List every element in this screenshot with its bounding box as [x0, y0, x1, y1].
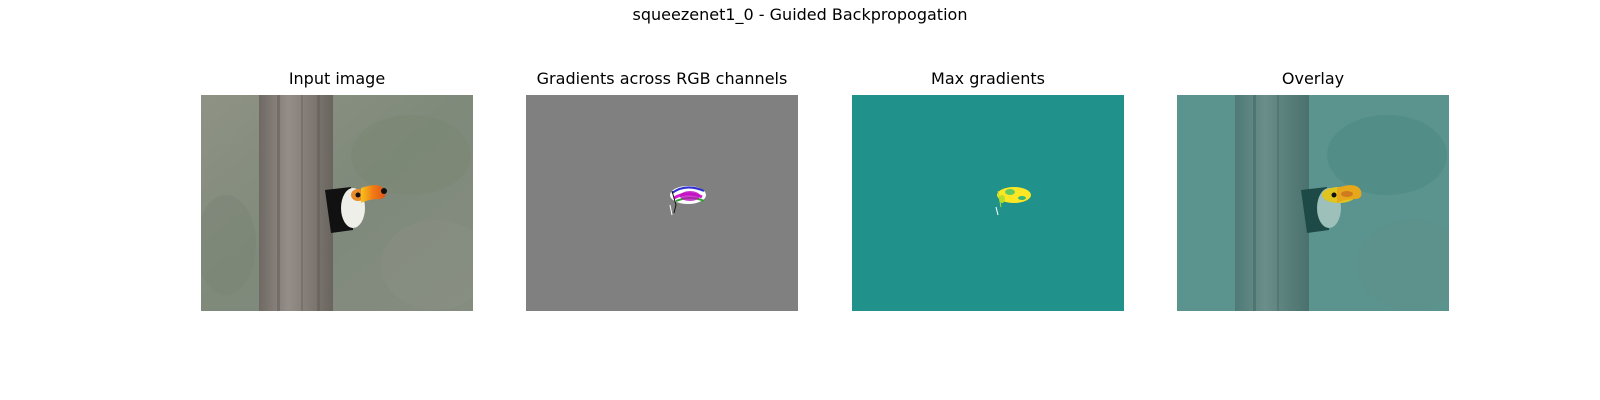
panel-max-gradients: Max gradients — [852, 68, 1124, 311]
figure-title: squeezenet1_0 - Guided Backpropogation — [632, 5, 968, 24]
overlay-photo — [1177, 95, 1449, 311]
panel-title-max-gradients: Max gradients — [931, 69, 1045, 88]
panel-rgb-gradients: Gradients across RGB channels — [526, 68, 798, 311]
panel-title-overlay: Overlay — [1281, 69, 1345, 88]
rgb-gradient-image — [526, 95, 798, 311]
input-image — [201, 95, 473, 311]
max-gradient-map — [852, 95, 1124, 311]
panel-input-image: Input image — [201, 68, 473, 311]
rgb-gradient-map — [526, 95, 798, 311]
overlay-image — [1177, 95, 1449, 311]
max-gradient-image — [852, 95, 1124, 311]
panel-overlay: Overlay — [1177, 68, 1449, 311]
panel-title-rgb-gradients: Gradients across RGB channels — [536, 69, 788, 88]
toucan-photo — [201, 95, 473, 311]
panel-title-input-image: Input image — [288, 69, 386, 88]
